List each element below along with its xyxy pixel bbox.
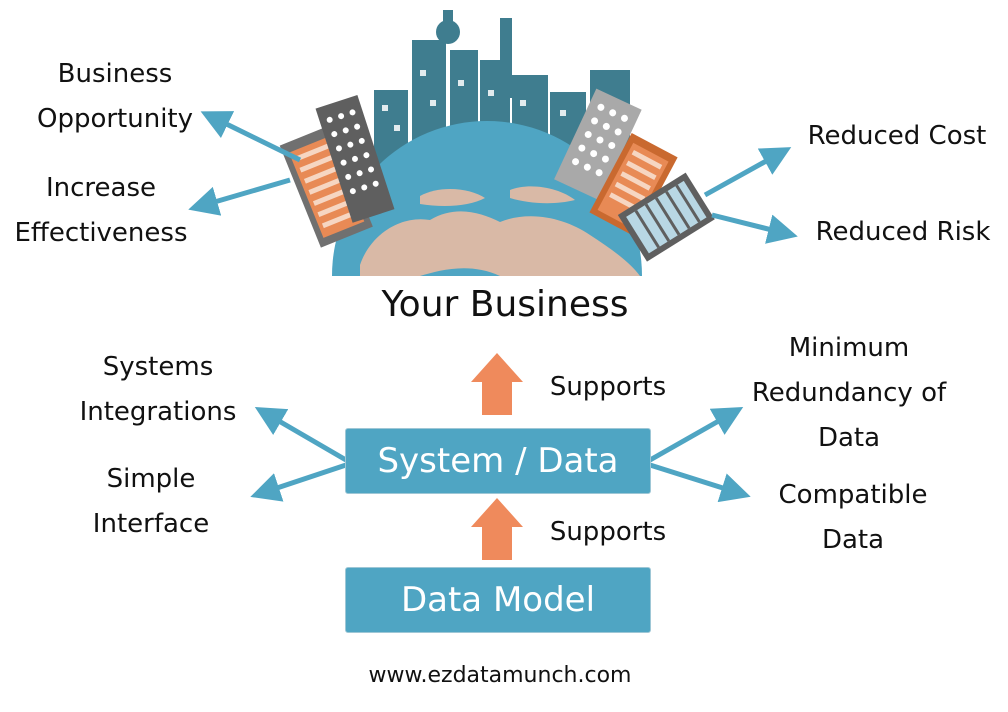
arrow-to-simple-interface xyxy=(250,462,347,502)
benefit-reduced-risk: Reduced Risk xyxy=(815,217,991,247)
arrow-to-reduced-risk xyxy=(711,212,798,244)
arrow-to-systems-integrations xyxy=(254,406,348,463)
your-business-title: Your Business xyxy=(381,284,629,325)
arrow-to-compatible-data xyxy=(649,462,751,503)
data-model-label: Data Model xyxy=(400,580,596,620)
supports-label-lower: Supports xyxy=(549,517,667,547)
data-model-box: Data Model xyxy=(345,567,651,633)
connector-arrows-system xyxy=(250,406,751,503)
arrow-to-minimum-redundancy xyxy=(648,407,744,463)
right-buildings xyxy=(554,88,715,262)
arrow-to-business-opportunity xyxy=(200,111,302,163)
arrow-to-reduced-cost xyxy=(703,147,792,198)
connector-arrows-top xyxy=(188,111,798,244)
supports-label-upper: Supports xyxy=(549,372,667,402)
supports-arrow-lower xyxy=(471,498,523,560)
supports-arrow-upper xyxy=(471,353,523,415)
arrow-to-increase-effectiveness xyxy=(188,177,291,216)
system-data-label: System / Data xyxy=(377,441,619,481)
system-data-box: System / Data xyxy=(345,428,651,494)
benefit-reduced-cost: Reduced Cost xyxy=(807,121,987,151)
left-buildings xyxy=(279,95,395,248)
footer-url: www.ezdatamunch.com xyxy=(368,663,632,688)
